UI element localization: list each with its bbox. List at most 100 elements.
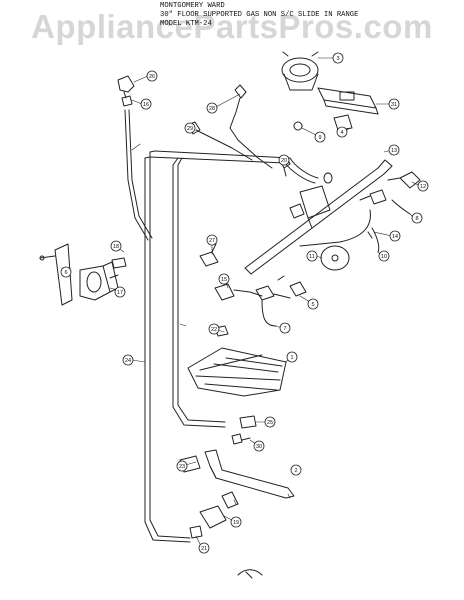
callout-circle [417, 180, 429, 192]
bracket-4 [333, 114, 353, 131]
callout-7: 7 [279, 322, 291, 334]
callout-number: 27 [209, 238, 215, 244]
callout-number: 14 [392, 234, 398, 240]
right-valve [359, 171, 421, 205]
fitting-18 [111, 257, 127, 269]
callout-number: 24 [125, 358, 131, 364]
callout-circle [206, 234, 218, 246]
callout-circle [388, 144, 400, 156]
callout-number: 29 [187, 126, 193, 132]
callout-number: 23 [179, 464, 185, 470]
callout-2: 2 [290, 464, 302, 476]
callout-number: 17 [117, 290, 123, 296]
callout-number: 8 [415, 216, 418, 222]
callout-5: 5 [307, 298, 319, 310]
signature-mark [237, 569, 263, 579]
callout-circle [176, 460, 188, 472]
callout-15: 15 [218, 273, 230, 285]
callout-26: 26 [146, 70, 158, 82]
callout-number: 10 [381, 254, 387, 260]
callout-3: 3 [332, 52, 344, 64]
callout-29: 29 [184, 122, 196, 134]
callout-number: 30 [256, 444, 262, 450]
callout-9: 9 [314, 131, 326, 143]
callout-12: 12 [417, 180, 429, 192]
callout-circle [230, 516, 242, 528]
callout-circle [378, 250, 390, 262]
callout-number: 31 [391, 102, 397, 108]
callout-circle [389, 230, 401, 242]
callout-circle [290, 464, 302, 476]
mounting-bracket [39, 243, 73, 306]
ring-seal [293, 121, 303, 131]
safety-valve [189, 491, 239, 539]
callout-number: 13 [391, 148, 397, 154]
thermostat-line [187, 84, 273, 169]
callout-number: 9 [318, 135, 321, 141]
callout-number: 28 [209, 106, 215, 112]
callout-circle [184, 122, 196, 134]
callout-number: 7 [283, 326, 286, 332]
callout-number: 11 [309, 254, 315, 260]
callout-10: 10 [378, 250, 390, 262]
callout-circle [60, 266, 72, 278]
callout-circle [286, 351, 298, 363]
callout-18: 18 [110, 240, 122, 252]
callout-circle [332, 52, 344, 64]
callout-circle [336, 126, 348, 138]
callout-number: 26 [149, 74, 155, 80]
callout-circle [206, 102, 218, 114]
callout-number: 1 [290, 355, 293, 361]
callout-number: 15 [221, 277, 227, 283]
callout-circle [198, 542, 210, 554]
callout-19: 19 [230, 516, 242, 528]
callout-number: 16 [143, 102, 149, 108]
fitting-30 [231, 433, 251, 445]
elbow-fitting [117, 75, 135, 107]
callout-circle [264, 416, 276, 428]
callout-1: 1 [286, 351, 298, 363]
callout-6: 6 [60, 266, 72, 278]
burner-disc [320, 245, 350, 271]
callout-circle [218, 273, 230, 285]
callout-number: 22 [211, 327, 217, 333]
callout-24: 24 [122, 354, 134, 366]
callout-number: 18 [113, 244, 119, 250]
callout-number: 19 [233, 520, 239, 526]
pressure-regulator [79, 261, 119, 301]
callout-number: 6 [64, 270, 67, 276]
diagram-header: MONTGOMERY WARD 30" FLOOR SUPPORTED GAS … [160, 2, 358, 29]
callout-circle [110, 240, 122, 252]
callout-circle [253, 440, 265, 452]
callout-circle [279, 322, 291, 334]
callout-28: 28 [206, 102, 218, 114]
callout-circle [307, 298, 319, 310]
gas-line-8 [299, 199, 411, 253]
oven-thermostat [281, 51, 319, 91]
lower-valve-branch [214, 275, 307, 327]
callout-circle [411, 212, 423, 224]
callout-labels: 1234567891011121314151617181920212223242… [60, 52, 429, 554]
callout-circle [114, 286, 126, 298]
callout-number: 2 [294, 468, 297, 474]
header-line-3: MODEL KTM-24 [160, 20, 212, 28]
header-line-2: 30" FLOOR SUPPORTED GAS NON S/C SLIDE IN… [160, 11, 359, 19]
main-gas-line [144, 150, 319, 543]
callout-circle [314, 131, 326, 143]
callout-11: 11 [306, 250, 318, 262]
watermark: AppliancePartsPros.com [31, 8, 433, 45]
callout-circle [140, 98, 152, 110]
callout-23: 23 [176, 460, 188, 472]
callout-circle [208, 323, 220, 335]
callout-number: 5 [311, 302, 314, 308]
ignition-module [317, 87, 379, 115]
callout-circle [122, 354, 134, 366]
orifice-left [199, 243, 219, 267]
callout-30: 30 [253, 440, 265, 452]
clip-25 [239, 415, 257, 429]
callout-22: 22 [208, 323, 220, 335]
callout-number: 25 [267, 420, 273, 426]
callout-circle [278, 154, 290, 166]
callout-4: 4 [336, 126, 348, 138]
